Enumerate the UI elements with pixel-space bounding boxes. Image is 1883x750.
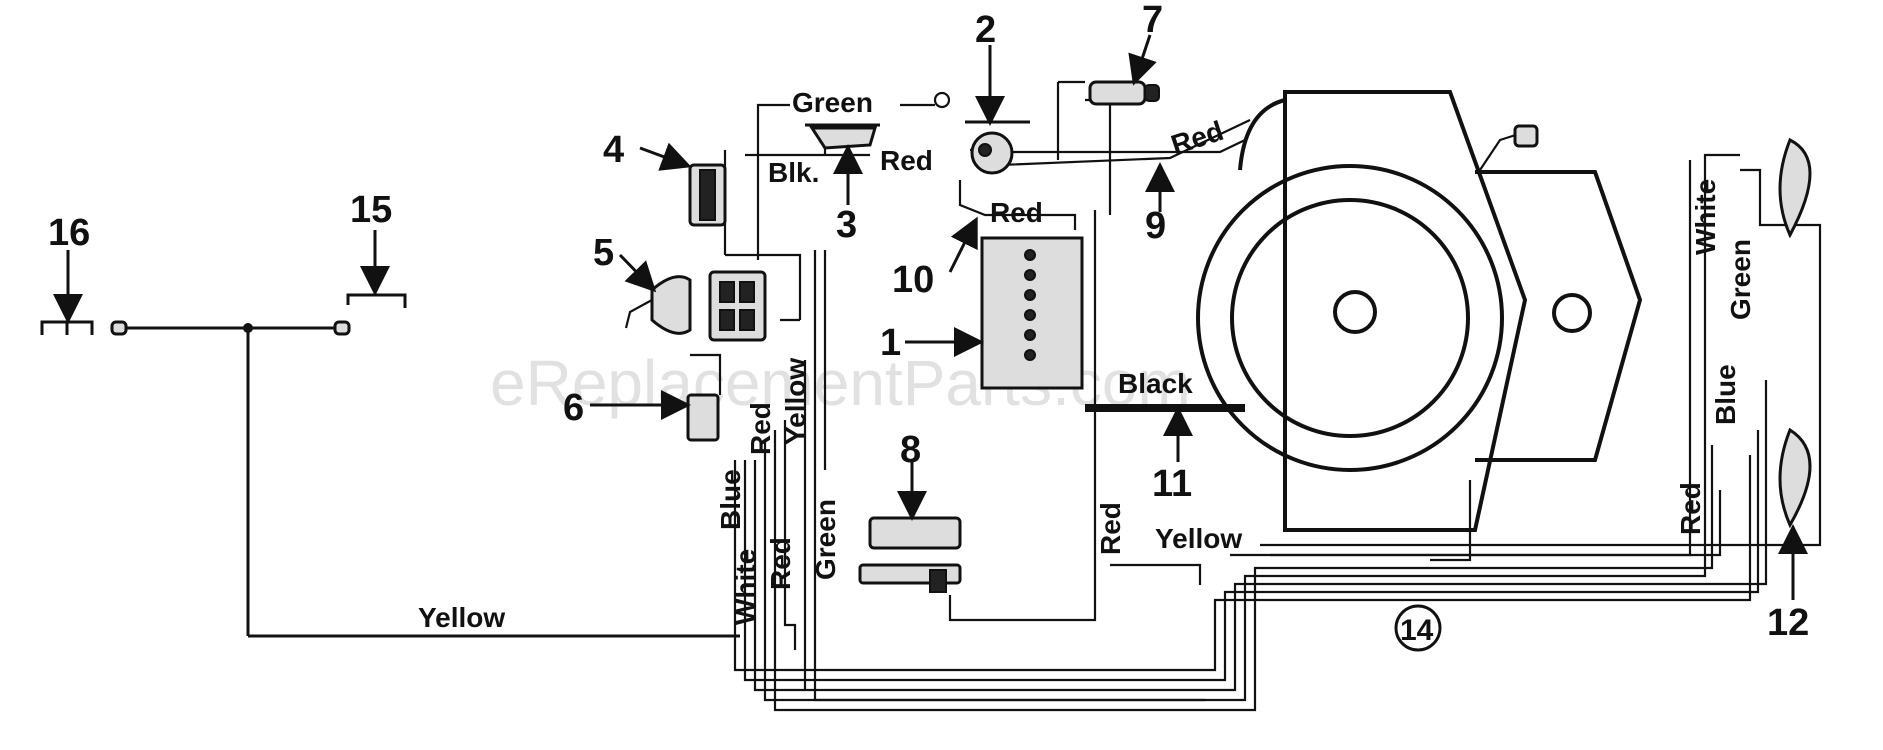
wire-label-red-10: Red <box>990 197 1043 228</box>
engine <box>1196 90 1643 532</box>
components <box>624 80 1812 652</box>
wire-label-white-left: White <box>730 549 761 625</box>
callout-9: 9 <box>1145 205 1166 247</box>
wire-label-red-left2: Red <box>765 537 796 590</box>
callout-12: 12 <box>1767 602 1809 644</box>
connector-block <box>708 270 767 342</box>
callout-8: 8 <box>900 429 921 471</box>
component-7 <box>1088 80 1147 106</box>
callout-6: 6 <box>563 387 584 429</box>
wire-label-red-top-right: Red <box>1167 115 1227 161</box>
callout-arrows <box>53 34 1808 600</box>
wire-label-yellow-left: Yellow <box>418 602 505 633</box>
left-switch-circuit <box>40 280 740 638</box>
callout-2: 2 <box>975 9 996 51</box>
headlight-upper <box>1778 137 1812 239</box>
component-3 <box>809 126 878 150</box>
wire-label-red-left: Red <box>745 402 776 455</box>
wire-label-green-left: Green <box>810 499 841 580</box>
callout-4: 4 <box>603 129 624 171</box>
wire-harness <box>733 153 1822 712</box>
callout-11: 11 <box>1152 463 1192 505</box>
callout-16: 16 <box>48 212 90 254</box>
wire-label-yellow-vert: Yellow <box>780 358 811 445</box>
wire-label-red-switch: Red <box>880 145 933 176</box>
callout-15: 15 <box>350 189 392 231</box>
wire-label-red-right: Red <box>1675 482 1706 535</box>
component-2 <box>970 131 1014 175</box>
wire-label-white-right: White <box>1690 179 1721 255</box>
callout-14: 14 <box>1400 614 1434 647</box>
wire-label-blue-left: Blue <box>715 469 746 530</box>
component-6 <box>686 393 720 442</box>
callout-3: 3 <box>836 204 857 246</box>
callout-14-circle <box>1394 604 1442 652</box>
callout-5: 5 <box>593 232 614 274</box>
callout-10: 10 <box>892 259 934 301</box>
wire-label-yellow-bottom: Yellow <box>1155 523 1242 554</box>
wire-label-black-11: Black <box>1118 368 1193 399</box>
callout-1: 1 <box>880 322 901 364</box>
wire-label-blue-right: Blue <box>1710 364 1741 425</box>
component-5 <box>650 275 692 335</box>
wire-label-red-center: Red <box>1095 502 1126 555</box>
wire-label-green-top: Green <box>792 87 873 118</box>
component-8 <box>868 516 962 550</box>
wire-label-green-right: Green <box>1725 239 1756 320</box>
wire-label-blk: Blk. <box>768 157 819 188</box>
callout-numbers: 16 15 4 5 6 3 2 7 8 9 10 1 11 12 14 <box>48 0 1809 647</box>
headlight-lower <box>1778 427 1812 529</box>
callout-7: 7 <box>1142 0 1163 41</box>
wire-labels: Green Blk. Red Red Red Black Yellow Yell… <box>418 87 1756 633</box>
